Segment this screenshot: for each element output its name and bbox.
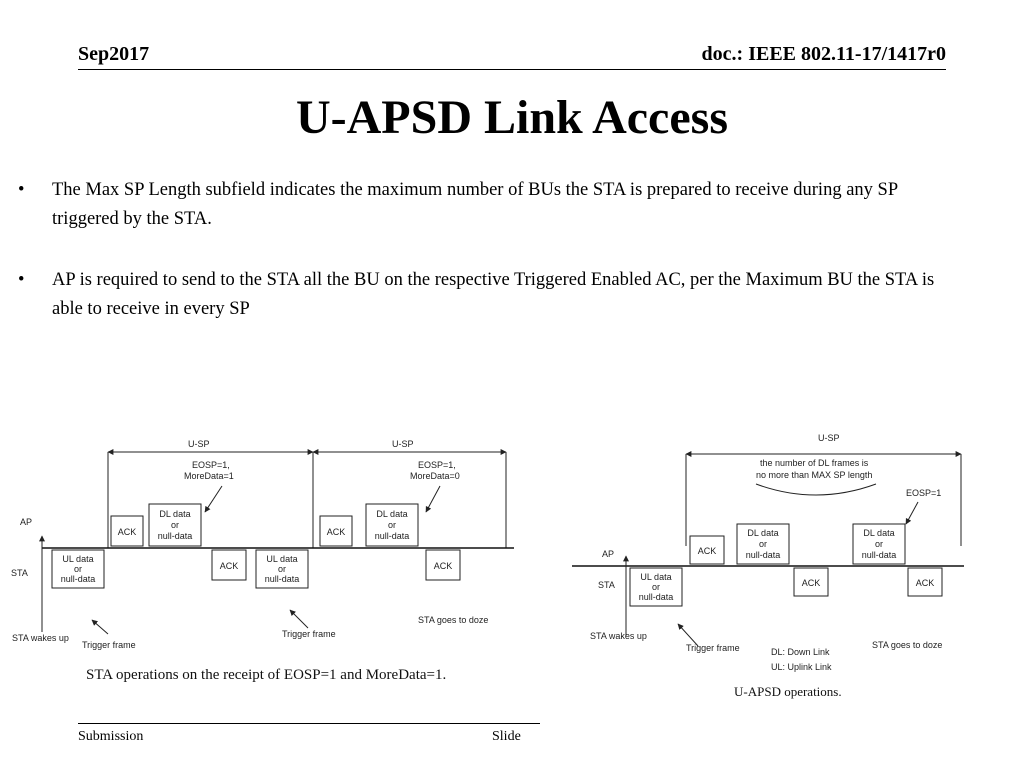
trigger-frame-label: Trigger frame: [82, 640, 136, 650]
max-sp-brace: [755, 483, 877, 496]
ap-axis-label: AP: [602, 549, 614, 559]
dl-data-label: DL data: [747, 528, 778, 538]
dl-null-label: null-data: [746, 550, 781, 560]
sta-operations-diagram-svg: U-SP U-SP EOSP=1, MoreData=1 EOSP=1, Mor…: [11, 439, 514, 683]
ul-or-label: or: [652, 582, 660, 592]
uapsd-operations-diagram-svg: U-SP the number of DL frames is no more …: [572, 433, 964, 699]
header-date: Sep2017: [78, 43, 150, 65]
dl-null-label: null-data: [158, 531, 193, 541]
ack-label: ACK: [220, 561, 239, 571]
sta-operations-diagram: U-SP U-SP EOSP=1, MoreData=1 EOSP=1, Mor…: [8, 432, 514, 694]
ul-data-label: UL data: [62, 554, 93, 564]
bullet-marker: •: [18, 180, 25, 200]
slide-title: U-APSD Link Access: [295, 91, 729, 144]
max-sp-note-line2: no more than MAX SP length: [756, 470, 872, 480]
sta-wakes-up-label: STA wakes up: [12, 633, 69, 643]
usp-label: U-SP: [392, 439, 414, 449]
ul-or-label: or: [74, 564, 82, 574]
ack-frame: [689, 535, 725, 565]
ul-data-label: UL data: [266, 554, 297, 564]
max-sp-note-line1: the number of DL frames is: [760, 458, 869, 468]
bullet-item: • The Max SP Length subfield indicates t…: [18, 176, 948, 234]
usp-label: U-SP: [188, 439, 210, 449]
bullet-item: • AP is required to send to the STA all …: [18, 266, 948, 324]
ack-frame: [907, 567, 943, 597]
moredata-label: MoreData=1: [184, 471, 234, 481]
dl-or-label: or: [388, 520, 396, 530]
bullet-marker: •: [18, 270, 25, 290]
sta-wakes-up-label: STA wakes up: [590, 631, 647, 641]
ack-frame: [211, 549, 247, 581]
footer-slide-number: Slide: [492, 729, 521, 744]
ack-frame: [793, 567, 829, 597]
sta-goes-to-doze-label: STA goes to doze: [872, 640, 942, 650]
ack-label: ACK: [802, 578, 821, 588]
trigger-frame-label: Trigger frame: [282, 629, 336, 639]
eosp-pointer-arrow: [425, 485, 441, 513]
dl-data-label: DL data: [159, 509, 190, 519]
dl-data-frame: [736, 523, 790, 565]
dl-data-label: DL data: [863, 528, 894, 538]
ul-or-label: or: [278, 564, 286, 574]
trigger-frame-label: Trigger frame: [686, 643, 740, 653]
footer-divider: [78, 723, 540, 724]
diagram-caption: STA operations on the receipt of EOSP=1 …: [86, 667, 446, 683]
ack-label: ACK: [698, 546, 717, 556]
dl-or-label: or: [875, 539, 883, 549]
dl-null-label: null-data: [862, 550, 897, 560]
header-divider: [78, 69, 946, 70]
eosp-label: EOSP=1,: [192, 460, 230, 470]
dl-data-frame: [365, 503, 419, 547]
sta-axis-label: STA: [598, 580, 615, 590]
dl-data-label: DL data: [376, 509, 407, 519]
ack-frame: [319, 515, 353, 547]
ack-label: ACK: [327, 527, 346, 537]
ul-null-label: null-data: [61, 574, 96, 584]
usp-label: U-SP: [818, 433, 840, 443]
ul-data-frame: [629, 567, 683, 607]
eosp-pointer-arrow: [204, 485, 223, 513]
dl-or-label: or: [171, 520, 179, 530]
bullet-text: The Max SP Length subfield indicates the…: [52, 180, 898, 229]
bullet-text: AP is required to send to the STA all th…: [52, 270, 935, 319]
legend-dl: DL: Down Link: [771, 647, 830, 657]
dl-data-frame: [852, 523, 906, 565]
eosp-pointer-arrow: [905, 501, 919, 525]
trigger-frame-arrow: [677, 623, 699, 647]
header-doc-id: doc.: IEEE 802.11-17/1417r0: [701, 43, 946, 65]
trigger-frame-arrow: [91, 619, 109, 635]
ap-axis-label: AP: [20, 517, 32, 527]
dl-null-label: null-data: [375, 531, 410, 541]
dl-data-frame: [148, 503, 202, 547]
ack-label: ACK: [434, 561, 453, 571]
footer-submission: Submission: [78, 729, 144, 744]
legend-ul: UL: Uplink Link: [771, 662, 832, 672]
ul-data-frame: [51, 549, 105, 589]
uapsd-operations-diagram: U-SP the number of DL frames is no more …: [566, 426, 966, 708]
eosp-label: EOSP=1: [906, 488, 941, 498]
ack-label: ACK: [118, 527, 137, 537]
bullet-list: • The Max SP Length subfield indicates t…: [18, 176, 948, 356]
ul-null-label: null-data: [639, 592, 674, 602]
moredata-label: MoreData=0: [410, 471, 460, 481]
sta-axis-label: STA: [11, 568, 28, 578]
ul-data-label: UL data: [640, 572, 671, 582]
ack-frame: [110, 515, 144, 547]
ack-frame: [425, 549, 461, 581]
sta-goes-to-doze-label: STA goes to doze: [418, 615, 488, 625]
ul-data-frame: [255, 549, 309, 589]
eosp-label: EOSP=1,: [418, 460, 456, 470]
dl-or-label: or: [759, 539, 767, 549]
ack-label: ACK: [916, 578, 935, 588]
diagram-caption: U-APSD operations.: [734, 684, 842, 699]
trigger-frame-arrow: [289, 609, 309, 629]
ul-null-label: null-data: [265, 574, 300, 584]
